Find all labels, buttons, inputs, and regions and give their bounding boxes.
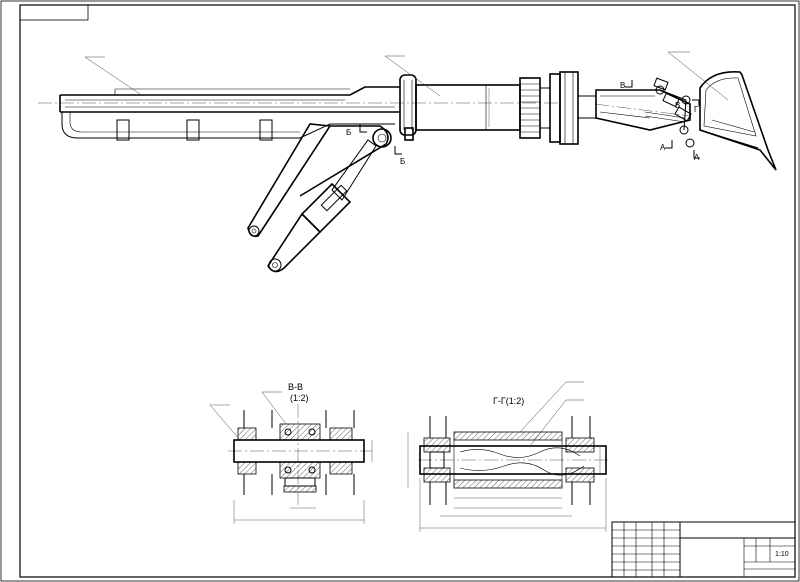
section-vv-view: В-В (1:2) (209, 382, 373, 524)
position-leaders (84, 51, 729, 101)
bucket (699, 71, 777, 171)
section-markers: Б Б В В Г А А (346, 80, 700, 166)
rotary-collar (399, 74, 521, 141)
section-gg-title: Г-Г(1:2) (493, 396, 524, 406)
bucket-linkage (644, 77, 695, 148)
section-label-a-2: А (694, 153, 700, 162)
hydraulic-cylinder (267, 139, 377, 273)
section-gg-view: Г-Г(1:2) (407, 381, 608, 532)
section-label-v-1: В (620, 81, 625, 90)
section-label-g-1: Г (694, 105, 699, 114)
gear-ring (519, 77, 551, 139)
title-block-scale: 1:10 (775, 551, 789, 558)
boom-tube (59, 86, 400, 141)
section-label-b-1: Б (346, 128, 351, 137)
flange (549, 71, 597, 145)
inner-frame (19, 4, 796, 578)
section-label-b-2: Б (400, 157, 405, 166)
section-label-v-2: В (675, 101, 680, 110)
lever-arm (247, 123, 392, 238)
section-label-a-1: А (660, 143, 666, 152)
section-vv-title: В-В (288, 382, 303, 392)
section-vv-scale: (1:2) (290, 393, 309, 403)
title-block: 1:10 (611, 521, 796, 578)
corner-stamp (19, 4, 89, 21)
main-view (38, 71, 777, 273)
